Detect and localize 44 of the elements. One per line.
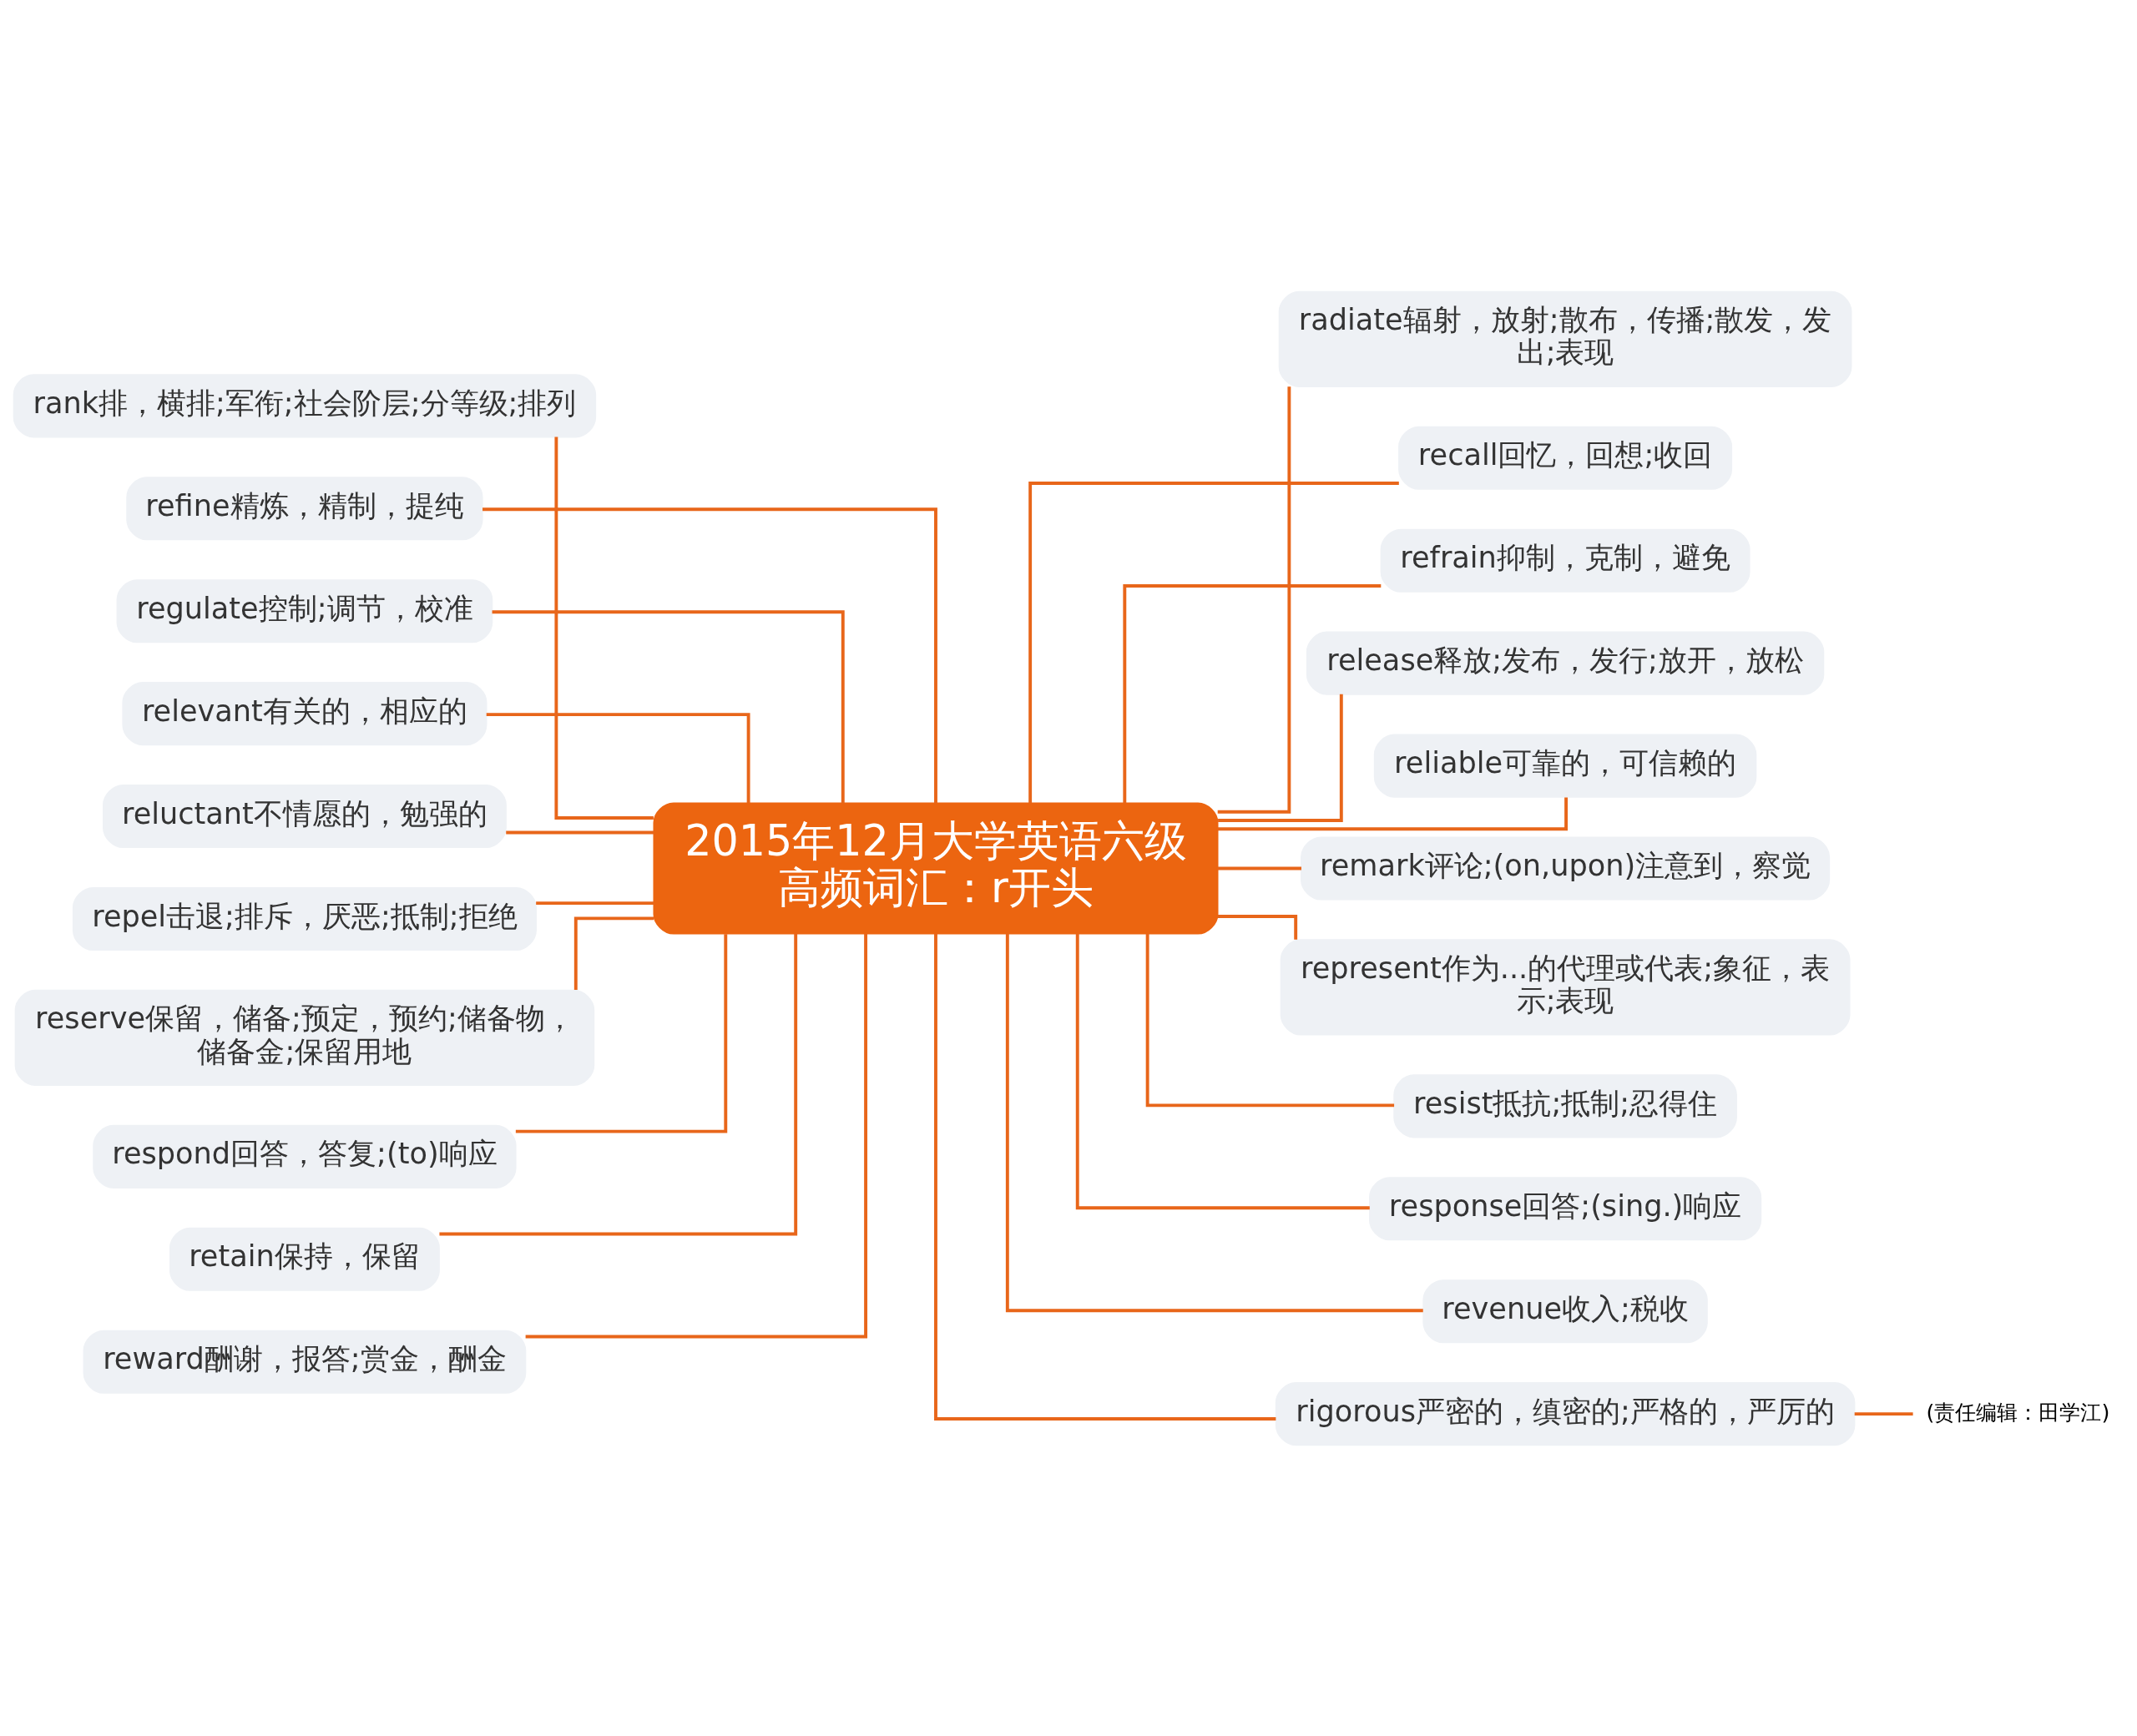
node-box: revenue收入;税收 (1422, 1279, 1708, 1343)
node-box: refrain抑制，克制，避免 (1380, 528, 1751, 593)
node-box: regulate控制;调节，校准 (116, 578, 493, 643)
connector (515, 933, 728, 1133)
connector (536, 901, 654, 905)
node-box: response回答;(sing.)响应 (1369, 1176, 1762, 1240)
node-box: 2015年12月大学英语六级高频词汇：r开头 (653, 802, 1219, 934)
node-box: rigorous严密的，缜密的;严格的，严厉的 (1275, 1381, 1856, 1446)
connector (482, 507, 937, 803)
node-box: reserve保留，储备;预定，预约;储备物，储备金;保留用地 (14, 989, 595, 1086)
connector (554, 437, 654, 820)
node-box: remark评论;(on,upon)注意到，察觉 (1301, 835, 1831, 901)
node-box: radiate辐射，放射;散布，传播;散发，发出;表现 (1278, 290, 1852, 387)
connector (1145, 933, 1395, 1107)
node-box: respond回答，答复;(to)响应 (93, 1124, 517, 1188)
connector (492, 609, 845, 803)
connector (506, 830, 654, 835)
node-box: recall回忆，回想;收回 (1398, 426, 1733, 490)
node-box: release释放;发布，发行;放开，放松 (1306, 631, 1825, 695)
node-box: reluctant不情愿的，勉强的 (103, 784, 507, 848)
connector (486, 712, 750, 803)
connector (1218, 694, 1343, 822)
connector (934, 933, 1276, 1421)
connector (1217, 866, 1301, 870)
node-text: (责任编辑：田学江) (1926, 1399, 2110, 1425)
node-box: rank排，横排;军衔;社会阶层;分等级;排列 (13, 373, 597, 437)
node-box: retain保持，保留 (169, 1227, 440, 1291)
node-box: resist抵抗;抵制;忍得住 (1393, 1073, 1737, 1138)
node-box: represent作为...的代理或代表;象征，表示;表现 (1280, 938, 1851, 1035)
node-box: relevant有关的，相应的 (122, 681, 488, 745)
connector (1123, 583, 1382, 803)
connector (1028, 481, 1399, 803)
node-box: refine精炼，精制，提纯 (126, 476, 483, 540)
node-box: reliable可靠的，可信赖的 (1373, 734, 1757, 798)
connector (1075, 933, 1370, 1209)
connector (439, 933, 798, 1235)
connector (1217, 386, 1291, 814)
node-box: reward酬谢，报答;赏金，酬金 (83, 1330, 527, 1394)
connector (1217, 914, 1298, 940)
connector (1854, 1411, 1913, 1416)
connector (573, 916, 654, 990)
node-box: repel击退;排斥，厌恶;抵制;拒绝 (72, 886, 537, 951)
connector (525, 933, 868, 1338)
connector (1005, 933, 1423, 1312)
